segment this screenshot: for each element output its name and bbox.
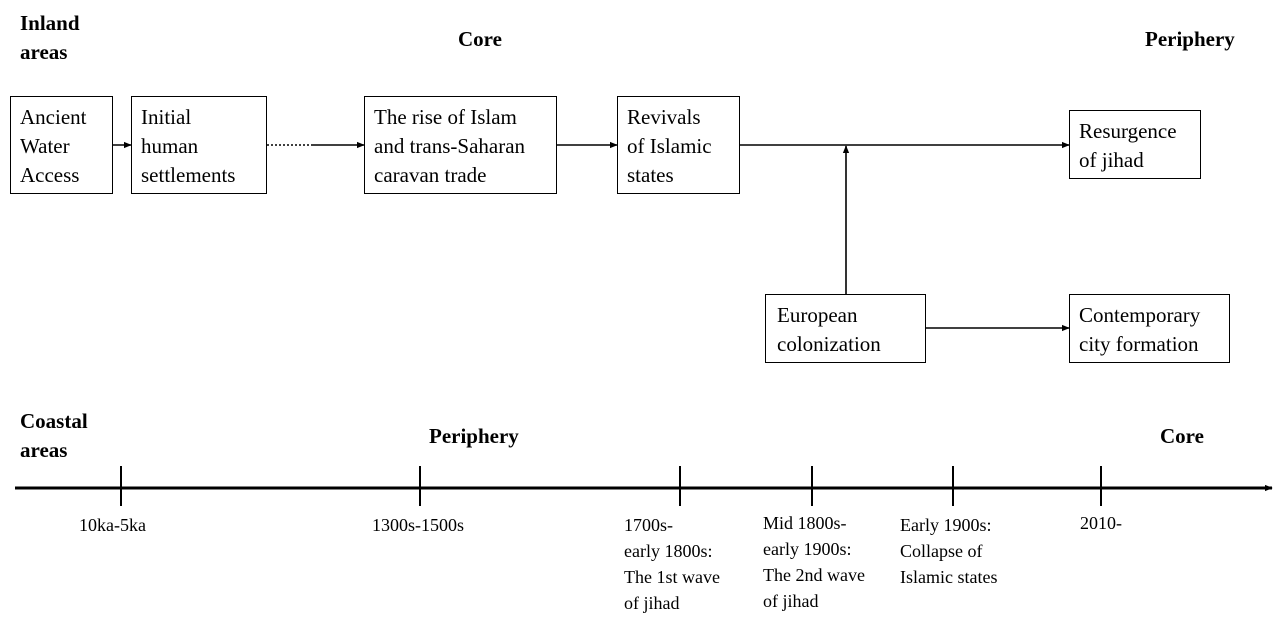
tick-label: 10ka-5ka (79, 515, 146, 535)
tick-label: 2010- (1080, 513, 1122, 533)
node-ancient-water-access: Ancient Water Access (10, 96, 113, 194)
coastal-areas-label: Coastal areas (20, 409, 88, 462)
tick-label: Mid 1800s- early 1900s: The 2nd wave of … (763, 513, 865, 611)
node-colonization: European colonization (765, 294, 926, 363)
node-revivals: Revivals of Islamic states (617, 96, 740, 194)
tick-label: 1700s- early 1800s: The 1st wave of jiha… (624, 515, 720, 613)
node-initial-settlements: Initial human settlements (131, 96, 267, 194)
inland-core-label: Core (458, 27, 502, 51)
tick-label: 1300s-1500s (372, 515, 465, 535)
coastal-periphery-label: Periphery (429, 424, 519, 448)
inland-periphery-label: Periphery (1145, 27, 1235, 51)
node-rise-of-islam: The rise of Islam and trans-Saharan cara… (364, 96, 557, 194)
node-city-formation: Contemporary city formation (1069, 294, 1230, 363)
coastal-core-label: Core (1160, 424, 1204, 448)
tick-label: Early 1900s: Collapse of Islamic states (900, 515, 998, 587)
node-resurgence: Resurgence of jihad (1069, 110, 1201, 179)
inland-areas-label: Inland areas (20, 11, 80, 64)
